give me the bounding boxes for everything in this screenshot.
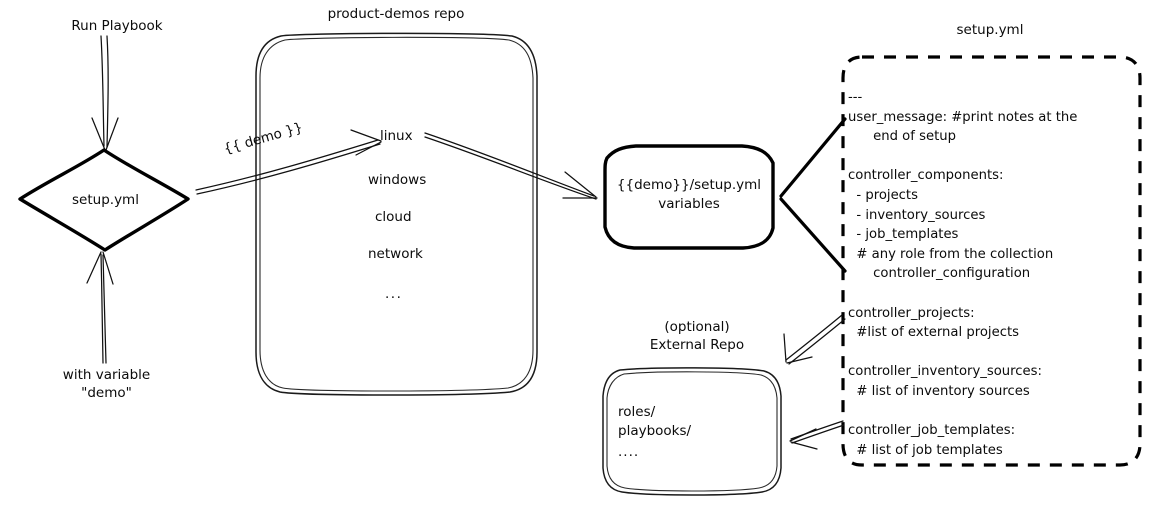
external-repo-item-ellipsis: .... <box>618 444 640 460</box>
variables-box-line2: variables <box>658 196 720 212</box>
external-repo-item-playbooks[interactable]: playbooks/ <box>618 423 692 439</box>
edge-setup-to-linux <box>195 129 382 195</box>
title-setup-yml-listing: setup.yml <box>956 22 1024 38</box>
repo-item-cloud[interactable]: cloud <box>375 209 412 225</box>
repo-item-network[interactable]: network <box>368 246 423 262</box>
external-repo-item-roles[interactable]: roles/ <box>618 404 656 420</box>
title-external-repo-line2: External Repo <box>649 337 745 353</box>
edge-listing-to-variables-lower <box>779 197 847 273</box>
node-label-setup-yml-diamond: setup.yml <box>72 192 139 208</box>
repo-item-windows[interactable]: windows <box>368 172 427 188</box>
edge-linux-to-variables <box>424 132 598 200</box>
node-setup-yml-diamond[interactable] <box>18 148 190 252</box>
edge-run-playbook-to-setup <box>91 35 119 151</box>
edge-with-variable-to-setup <box>86 251 114 364</box>
node-setup-yml-listing-box[interactable] <box>841 55 1142 467</box>
label-with-variable-line2: "demo" <box>81 385 132 401</box>
edge-listing-to-variables-upper <box>779 117 847 198</box>
variables-box-line1: {{demo}}/setup.yml <box>616 177 762 193</box>
repo-item-linux[interactable]: linux <box>380 128 413 144</box>
node-variables-box[interactable] <box>603 144 775 250</box>
label-with-variable-line1: with variable <box>62 367 151 383</box>
node-product-demos-repo-box[interactable] <box>255 32 538 396</box>
label-run-playbook: Run Playbook <box>71 18 163 34</box>
repo-item-ellipsis: ... <box>385 286 403 302</box>
title-external-repo-line1: (optional) <box>664 319 730 335</box>
title-product-demos-repo: product-demos repo <box>327 6 465 22</box>
edge-controller-projects-to-external-repo <box>783 314 846 365</box>
setup-yml-listing-text: --- user_message: #print notes at the en… <box>848 90 1078 458</box>
edge-controller-job-templates-to-external-repo <box>789 420 845 450</box>
node-external-repo-box[interactable] <box>602 367 782 496</box>
